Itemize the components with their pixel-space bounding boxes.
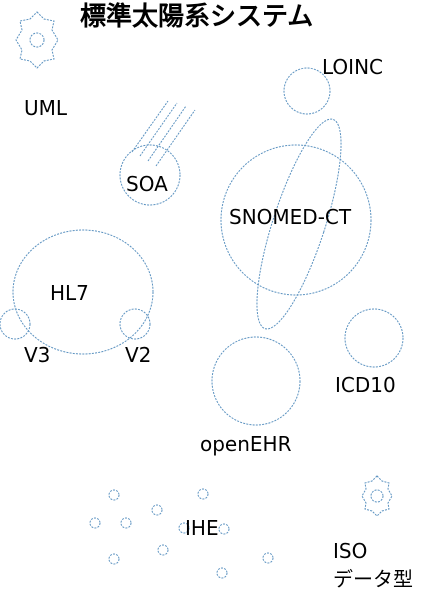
ihe-particle: [89, 517, 101, 529]
soa-comet-tail-3: [147, 105, 187, 162]
ihe-particle: [216, 567, 228, 579]
ihe-particle: [108, 489, 120, 501]
soa-label: SOA: [126, 172, 168, 196]
uml-star-center: [29, 32, 45, 48]
ihe-particle: [218, 523, 230, 535]
openehr-label: openEHR: [200, 432, 292, 456]
snomed-ct-label: SNOMED-CT: [229, 205, 352, 229]
v2-label: V2: [125, 343, 152, 367]
iso-star-center: [370, 489, 384, 503]
soa-comet-tail-2: [139, 102, 178, 157]
ihe-particle: [108, 553, 120, 565]
v3-circle: [0, 308, 31, 340]
ihe-particle: [178, 522, 190, 534]
hl7-circle: [12, 229, 154, 355]
v3-label: V3: [24, 343, 51, 367]
hl7-label: HL7: [50, 281, 89, 305]
iso-star-shape: [361, 475, 393, 517]
soa-circle: [119, 144, 181, 206]
data-type-label: データ型: [333, 567, 413, 591]
soa-comet-tail-4: [155, 109, 196, 167]
ihe-particle: [120, 517, 132, 529]
ihe-label: IHE: [185, 516, 219, 540]
uml-star-shape: [15, 11, 59, 69]
ihe-particle: [151, 504, 163, 516]
page-title: 標準太陽系システム: [80, 2, 314, 32]
icd10-circle: [344, 308, 404, 368]
iso-label: ISO: [333, 539, 368, 563]
loinc-circle: [283, 67, 331, 115]
icd10-label: ICD10: [335, 373, 396, 397]
soa-comet-tail-1: [131, 100, 169, 153]
ihe-particle: [197, 488, 209, 500]
v2-circle: [119, 308, 151, 340]
ihe-particle: [262, 552, 274, 564]
snomed-ring: [256, 118, 342, 330]
uml-label: UML: [24, 96, 68, 120]
snomed-circle: [220, 144, 372, 296]
openehr-circle: [211, 336, 301, 426]
loinc-label: LOINC: [322, 55, 383, 79]
ihe-particle: [157, 544, 169, 556]
ihe-particles: [89, 488, 274, 579]
